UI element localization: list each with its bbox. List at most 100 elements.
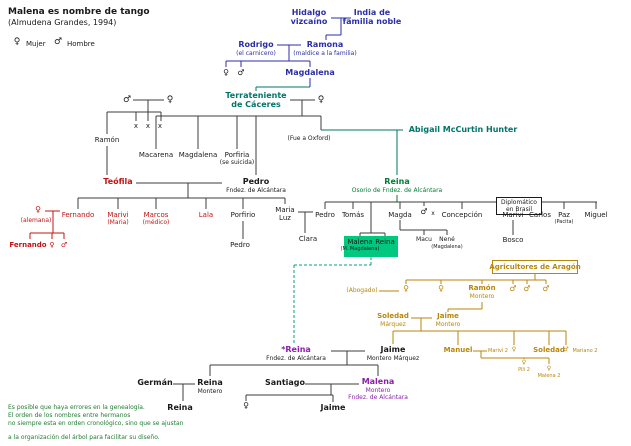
footnote-1: Es posible que haya errores en la geneal…: [8, 404, 145, 411]
legend-male-label: Hombre: [67, 40, 95, 48]
death-mark-1: x: [133, 122, 139, 130]
teofila: Teófila: [103, 177, 133, 186]
twins-highlight-box: [344, 236, 398, 257]
couple-male-symbol: ♂: [122, 95, 132, 105]
hidalgo-line2: vizcaíno: [290, 17, 328, 26]
fernando-2-brother-symbol: ♂: [60, 241, 68, 249]
malena2-label: Malena 2: [537, 373, 561, 379]
pedro-1-surname: Fndez. de Alcántara: [226, 187, 286, 194]
ramon-1: Ramón: [94, 136, 120, 144]
india-line1: India de: [353, 8, 391, 17]
porfiria: Porfiria: [224, 151, 250, 159]
magdalena-2: Magdalena: [178, 151, 218, 159]
gold-daughter1-symbol: ♀: [403, 284, 409, 293]
nene-note: (Magdalena): [431, 244, 463, 250]
tomas: Tomás: [341, 211, 365, 219]
footnote-2: El orden de los nombres entre hermanos: [8, 412, 131, 419]
porfirio: Porfirio: [230, 211, 256, 219]
dead-son-symbol: ♂: [420, 207, 428, 216]
ramona-note: (maldice a la familia): [293, 50, 357, 57]
macarena: Macarena: [138, 151, 174, 159]
reina-4: Reina: [167, 403, 193, 412]
footnote-3: no siempre esta en orden cronológico, si…: [8, 420, 184, 427]
paz-note: (Pacita): [554, 219, 574, 225]
soledad-2: Soledad: [533, 346, 565, 354]
fernando-1: Fernando: [61, 211, 95, 219]
terrateniente-line2: de Cáceres: [231, 100, 281, 109]
manuel: Manuel: [443, 346, 473, 354]
marivi-1-note: (Maria): [107, 219, 129, 226]
india-line2: familia noble: [342, 17, 402, 26]
ramona: Ramona: [306, 40, 344, 49]
oxford-note: (Fue a Oxford): [287, 135, 331, 142]
footnote-4: a la organización del árbol para facilit…: [8, 434, 160, 441]
nene: Nené: [439, 236, 455, 243]
reina-3: Reina: [197, 378, 223, 387]
pili2-symbol: ♀: [521, 359, 527, 366]
magda: Magda: [388, 211, 412, 219]
gold-son2-symbol: ♂: [523, 284, 531, 293]
marivi-2: Marivi: [502, 211, 524, 219]
marivi-1: Marivi: [107, 211, 129, 219]
magdalena-1: Magdalena: [285, 68, 335, 77]
soledad-1-surname: Márquez: [380, 321, 406, 328]
death-mark-3: x: [157, 122, 163, 130]
hidalgo-line1: Hidalgo: [291, 8, 327, 17]
dead-son-mark: x: [431, 210, 435, 217]
marialuz-line1: Maria: [275, 206, 295, 214]
alemana-female-symbol: ♀: [35, 205, 41, 214]
mariano2-symbol: ♂: [563, 346, 569, 353]
malena-main: Malena: [361, 377, 395, 386]
porfiria-note: (se suicida): [219, 159, 255, 166]
malena-main-surname1: Montero: [365, 387, 391, 394]
malena-twin-note: (M. Magdalena): [340, 246, 380, 252]
jaime-2-surname: Montero Márquez: [366, 355, 420, 362]
paz: Paz: [558, 211, 570, 219]
marivi2-symbol: ♀: [511, 346, 517, 353]
diplomatico-box: [496, 197, 542, 215]
pedro-3: Pedro: [230, 241, 250, 249]
macu: Macu: [416, 236, 432, 243]
jaime-3: Jaime: [320, 403, 346, 412]
fernando-2-sister-symbol: ♀: [49, 241, 55, 249]
marcos: Marcos: [143, 211, 169, 219]
sibling-female-symbol: ♀: [223, 68, 229, 77]
pili2-label: Pili 2: [518, 367, 530, 373]
clara: Clara: [298, 235, 318, 243]
marcos-note: (médico): [142, 219, 170, 226]
jaime-1-surname: Montero: [435, 321, 461, 328]
bottom-daughter-symbol: ♀: [243, 401, 249, 410]
jaime-2: Jaime: [380, 345, 406, 354]
carlos: Carlos: [529, 211, 551, 219]
rodrigo-note: (el carnicero): [236, 50, 276, 57]
pedro-2: Pedro: [315, 211, 335, 219]
pedro-1: Pedro: [242, 177, 270, 186]
reina-twin: Reina: [375, 238, 395, 246]
malena-twin: Malena: [347, 238, 373, 246]
legend-female-symbol: ♀: [13, 37, 21, 47]
reina-3-surname: Montero: [197, 388, 223, 395]
soledad-1: Soledad: [377, 312, 409, 320]
rodrigo: Rodrigo: [238, 40, 274, 49]
malena-main-surname2: Fndez. de Alcántara: [348, 394, 408, 401]
gold-son1-symbol: ♂: [509, 284, 517, 293]
ramon-2: Ramón: [468, 284, 496, 292]
death-mark-2: x: [145, 122, 151, 130]
alemana-note: (alemana): [20, 217, 52, 224]
gold-son3-symbol: ♂: [542, 284, 550, 293]
fernando-2: Fernando: [9, 241, 47, 249]
diplomatico-line2: en Brasil: [505, 206, 533, 213]
concepcion: Concepción: [441, 211, 483, 219]
miguel: Miguel: [584, 211, 608, 219]
legend-female-label: Mujer: [26, 40, 46, 48]
gold-daughter2-symbol: ♀: [438, 284, 444, 293]
marialuz-line2: Luz: [279, 214, 291, 222]
marivi2-label: Mariví 2: [488, 348, 508, 354]
reina-2-surname: Fndez. de Alcántara: [266, 355, 326, 362]
diagram-title: Malena es nombre de tango: [8, 7, 150, 17]
abigail: Abigail McCurtin Hunter: [408, 125, 518, 134]
mariano2-label: Mariano 2: [572, 348, 598, 354]
santiago: Santiago: [264, 378, 306, 387]
